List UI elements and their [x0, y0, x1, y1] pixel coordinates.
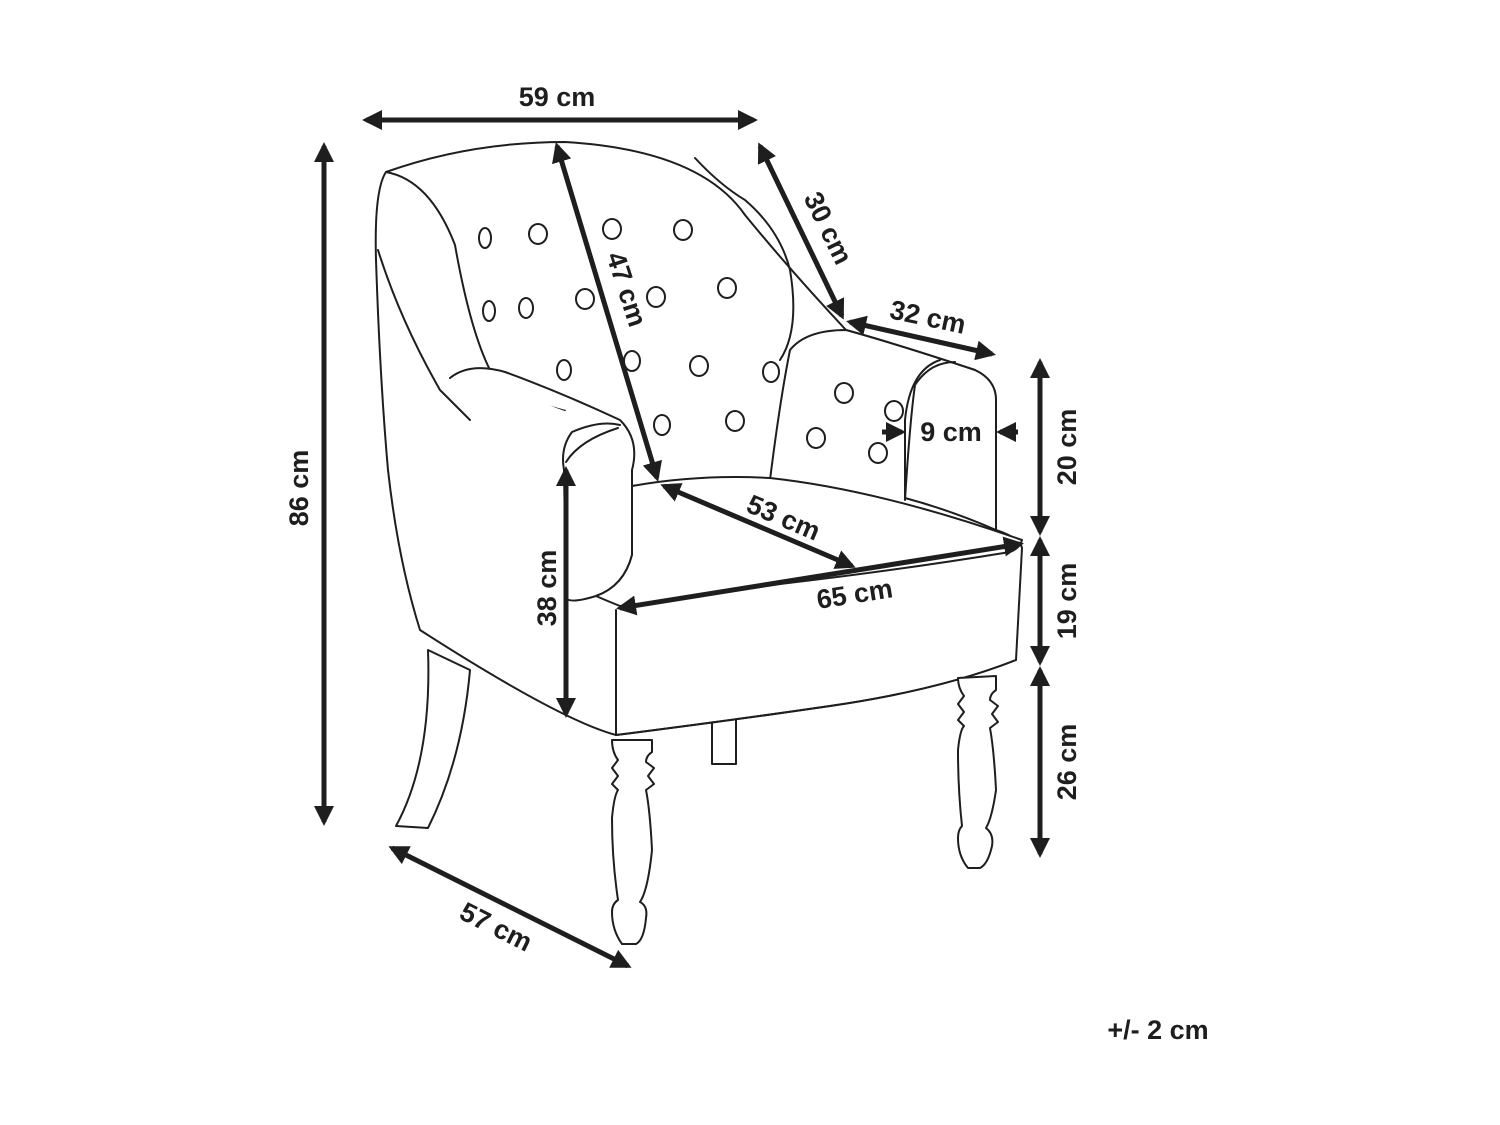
label-seat-height: 38 cm — [532, 550, 562, 627]
label-overall-height: 86 cm — [284, 450, 314, 527]
dimension-arrows — [314, 110, 1050, 969]
label-arm-height: 20 cm — [1052, 409, 1082, 486]
back-center-leg — [711, 717, 737, 765]
tolerance-note: +/- 2 cm — [1107, 1015, 1208, 1045]
front-right-leg — [957, 675, 999, 869]
armchair-icon — [374, 141, 1023, 945]
label-armrest-length: 30 cm — [798, 187, 859, 269]
front-left-leg — [611, 739, 655, 945]
label-seat-thickness: 19 cm — [1052, 563, 1082, 640]
backrest-height-arrow — [552, 142, 662, 482]
right-armrest-roll — [904, 361, 956, 501]
label-armrest-width: 9 cm — [920, 417, 982, 447]
label-overall-depth: 57 cm — [455, 896, 537, 957]
depth-arrow — [388, 845, 632, 969]
left-wing-outer — [377, 249, 471, 421]
label-leg-height: 26 cm — [1052, 724, 1082, 801]
seat-width-arrow — [616, 536, 1024, 616]
armrest-depth-arrow — [846, 315, 996, 361]
armrest-length-arrow — [757, 142, 845, 320]
label-overall-width: 59 cm — [519, 82, 596, 112]
back-left-leg — [395, 649, 471, 829]
